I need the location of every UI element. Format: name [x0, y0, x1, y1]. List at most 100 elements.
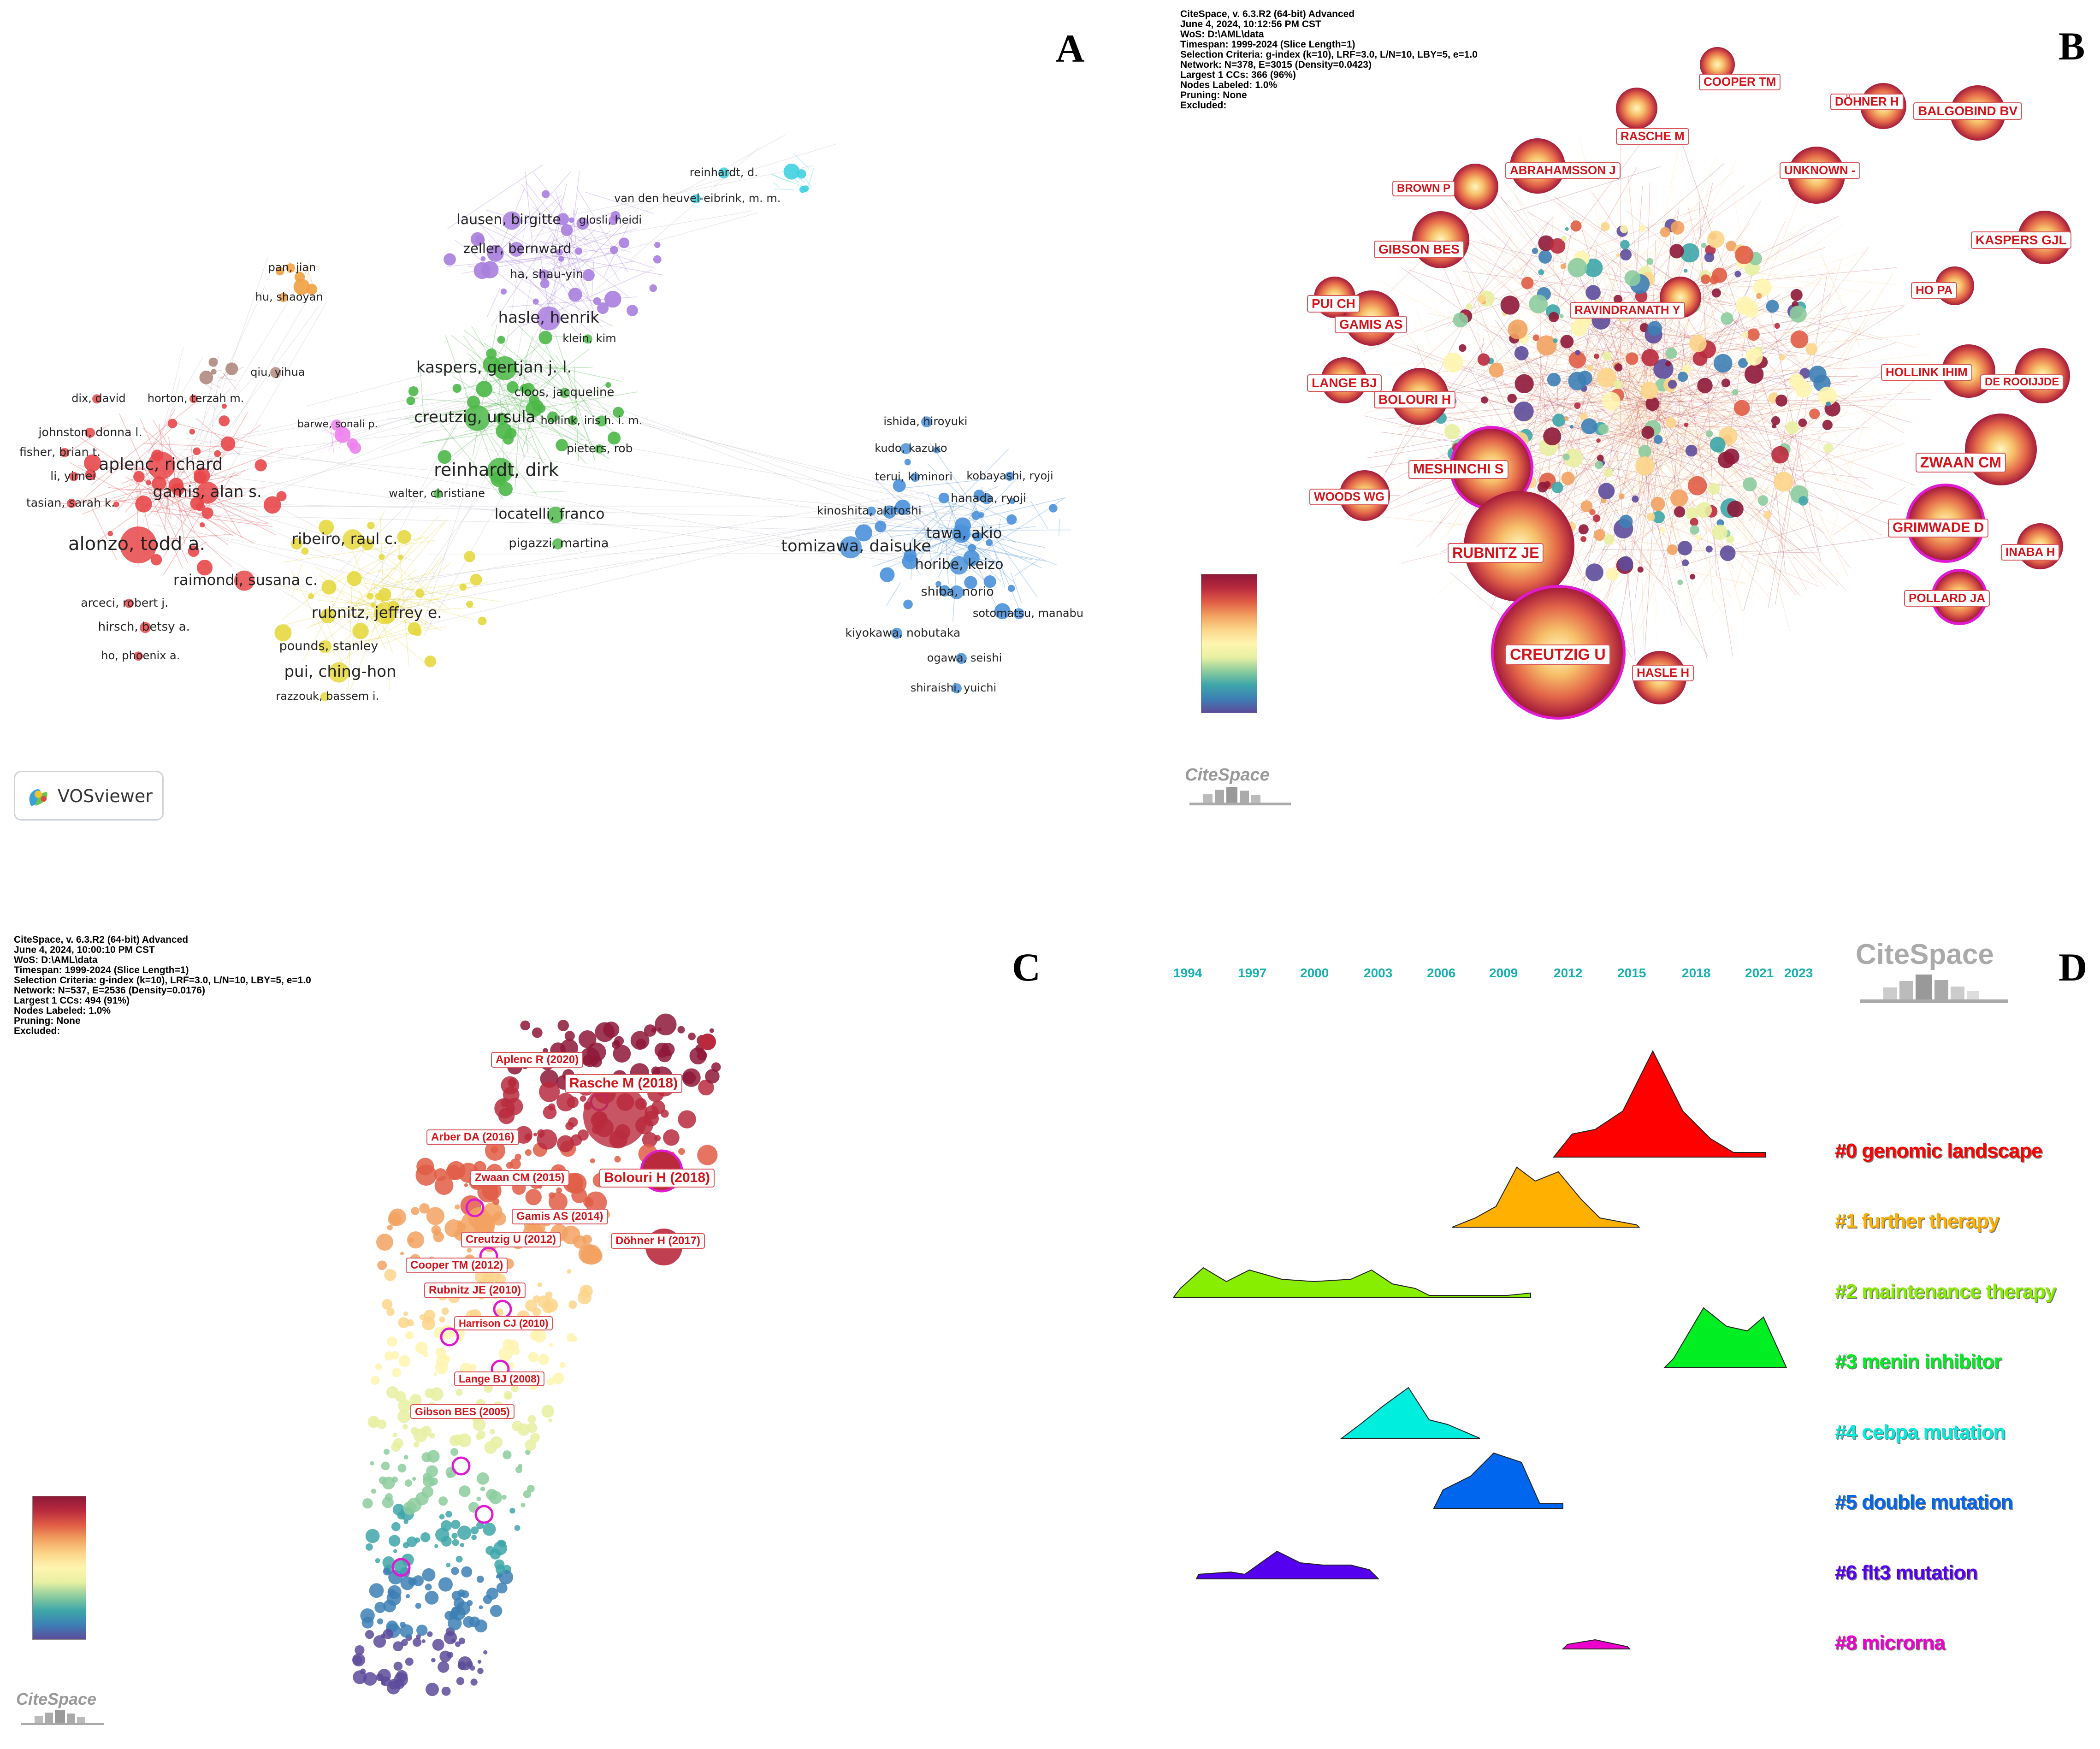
network-edge [1608, 317, 1641, 402]
network-node [576, 217, 589, 230]
cluster-label: #2 maintenance therapy [1835, 1280, 2056, 1303]
author-node-label: BOLOURI H [1374, 391, 1456, 409]
network-edge [1535, 403, 1836, 611]
author-node-label: CREUTZIG U [1505, 644, 1610, 666]
author-node [537, 306, 561, 331]
network-edge [1585, 336, 1639, 441]
author-node-label: DÖHNER H [1830, 94, 1904, 110]
network-edge [491, 195, 562, 259]
network-edge [1547, 377, 1715, 438]
network-edge [366, 567, 395, 575]
citation-node [1700, 47, 1735, 82]
network-node [986, 539, 993, 546]
citation-node [1711, 288, 1721, 298]
network-edge [446, 255, 566, 267]
citation-node [1744, 365, 1764, 384]
network-edge [1634, 397, 1821, 406]
reference-node [438, 1577, 453, 1592]
reference-node [427, 1450, 440, 1463]
author-node-label: GRIMWADE D [1888, 519, 1989, 538]
burst-ring [451, 1456, 471, 1476]
network-edge [1535, 372, 1729, 404]
network-node [380, 597, 385, 602]
network-node [444, 253, 456, 266]
citation-node [1544, 481, 1551, 488]
network-edge [903, 477, 1001, 489]
network-edge [494, 402, 606, 456]
network-edge [1379, 280, 1780, 500]
reference-node [453, 1434, 463, 1445]
network-edge [1584, 394, 1659, 497]
cluster-label: #3 menin inhibitor [1835, 1350, 2002, 1373]
network-edge [303, 510, 385, 661]
author-label: hirsch, betsy a. [98, 620, 190, 634]
citation-node [1559, 313, 1564, 319]
network-edge [1678, 389, 1769, 430]
reference-node [377, 1669, 391, 1683]
author-node [911, 473, 920, 482]
network-edge [1644, 417, 1766, 525]
network-edge [1580, 503, 1706, 526]
network-edge [1397, 387, 1717, 428]
network-node [939, 585, 951, 597]
citation-node [1735, 245, 1754, 265]
citation-node [1771, 446, 1789, 464]
reference-node [397, 1410, 411, 1423]
vosviewer-logo-button[interactable]: VOSviewer [14, 771, 164, 821]
network-edge [1763, 221, 1786, 269]
reference-node [697, 1145, 718, 1165]
network-edge [1632, 395, 1645, 404]
citation-node [1514, 374, 1534, 394]
network-node [933, 446, 941, 454]
network-edge [1638, 398, 1676, 547]
cluster-density-area [1562, 1639, 1631, 1649]
citespace-info-line: Nodes Labeled: 1.0% [1180, 80, 1278, 90]
reference-node [613, 1040, 620, 1046]
cluster-label: #6 flt3 mutation [1835, 1561, 1978, 1584]
citation-node [1771, 416, 1781, 425]
network-node [225, 362, 238, 375]
reference-node [477, 1667, 484, 1674]
network-node [347, 571, 362, 586]
network-edge [1420, 140, 1644, 437]
network-node [653, 255, 662, 264]
citation-node [1668, 380, 1677, 389]
network-edge [90, 398, 201, 485]
reference-node [582, 1235, 592, 1245]
network-edge [536, 367, 559, 368]
reference-node [523, 1490, 532, 1499]
author-node [433, 489, 443, 499]
reference-node [547, 1378, 555, 1386]
network-edge [1564, 400, 1580, 485]
citespace-info-line: CiteSpace, v. 6.3.R2 (64-bit) Advanced [14, 934, 189, 945]
network-edge [957, 526, 1058, 566]
network-edge [423, 425, 549, 443]
reference-node [382, 1299, 393, 1310]
network-node [133, 471, 145, 483]
reference-node [383, 1448, 390, 1455]
reference-node [441, 1307, 449, 1315]
citespace-info-line: Network: N=537, E=2536 (Density=0.0176) [14, 985, 205, 996]
network-edge [1678, 132, 1818, 551]
network-node [211, 369, 217, 375]
reference-node [709, 1028, 714, 1033]
network-edge [515, 358, 622, 382]
citation-node [1624, 270, 1641, 287]
citation-node [1568, 372, 1587, 390]
network-edge [190, 446, 197, 495]
network-edge [564, 249, 573, 271]
citespace-info-line: Largest 1 CCs: 494 (91%) [14, 995, 130, 1006]
reference-node [455, 1555, 463, 1563]
network-node [189, 428, 195, 435]
citation-node [1619, 493, 1625, 499]
reference-node [391, 1442, 401, 1452]
network-edge [1780, 420, 1874, 542]
network-edge [525, 181, 583, 254]
network-node [783, 163, 800, 180]
citation-node [1536, 335, 1557, 356]
reference-node [476, 1575, 484, 1583]
network-edge [520, 405, 543, 463]
citespace-info-line: Largest 1 CCs: 366 (96%) [1180, 70, 1296, 80]
reference-node [518, 1464, 523, 1469]
